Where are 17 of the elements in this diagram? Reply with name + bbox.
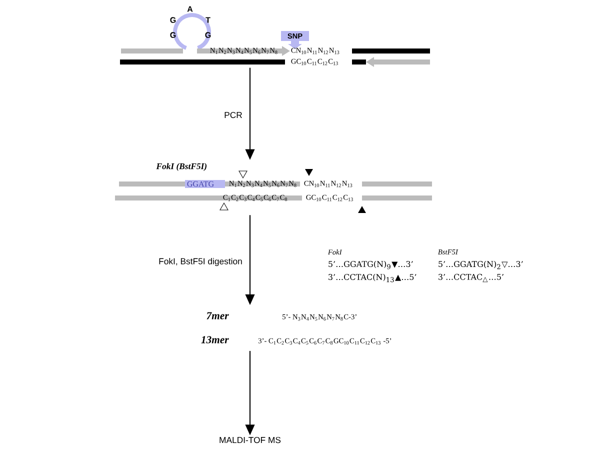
fragment-name: 13mer — [201, 336, 229, 344]
base-letter: T — [206, 17, 210, 23]
base-letter: G — [205, 32, 211, 38]
site-label: 5’…GGATG(N)$_{2}$▽…3’ — [438, 260, 523, 270]
step-label: MALDI-TOF MS — [220, 436, 281, 444]
edge-label: FokI, BstF5I digestion — [159, 258, 242, 266]
base-letter: G — [170, 32, 176, 38]
site-label: 3’…CCTAC(N)$_{13}$▲…5’ — [328, 274, 416, 282]
base-letter: G — [170, 17, 176, 23]
dna-strand-drawing — [115, 169, 432, 213]
edge-label: PCR — [224, 112, 242, 118]
enzyme-label: FokI (BstF5I) — [156, 163, 206, 171]
sequence-label: GGATG — [187, 181, 214, 187]
fragment-name: 7mer — [206, 312, 229, 320]
site-label: 3’…CCTAC$_{△}$…5’ — [438, 274, 504, 282]
dna-strand-drawing — [120, 13, 430, 67]
site-label: 5’…GGATG(N)$_{9}$▼…3’ — [328, 260, 413, 270]
